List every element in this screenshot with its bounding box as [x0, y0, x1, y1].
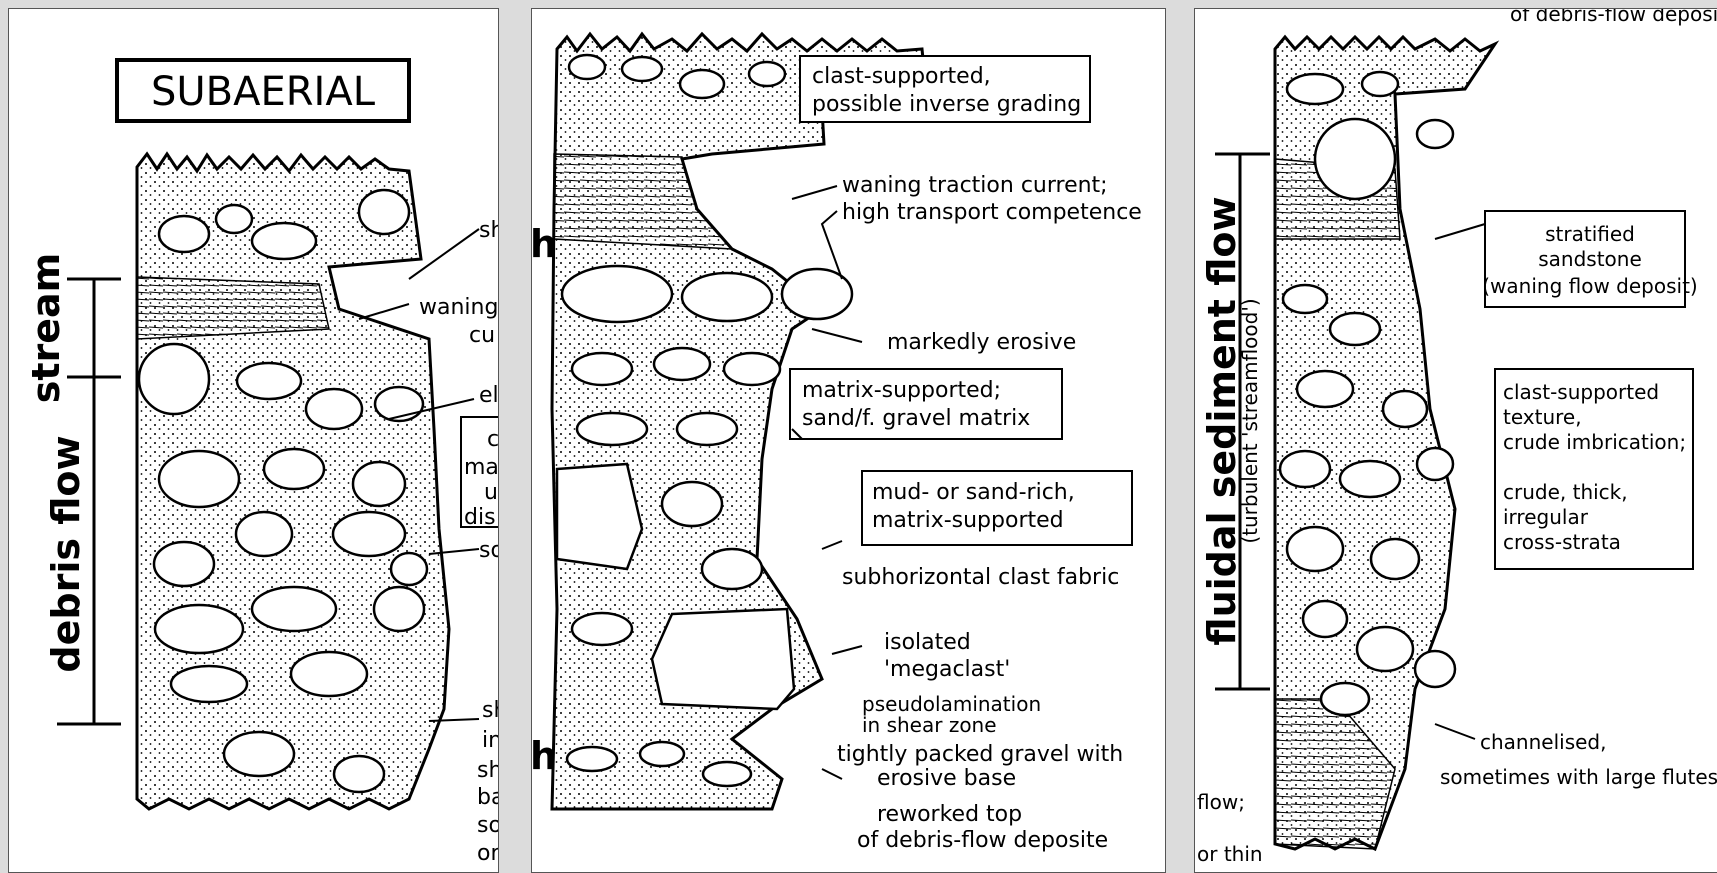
panel-subaerial: SUBAERIAL stream debris flow sh waning c… — [8, 8, 499, 873]
svg-text:high transport competence: high transport competence — [842, 200, 1142, 225]
svg-text:in shear zone: in shear zone — [862, 713, 997, 737]
svg-text:tightly packed gravel with: tightly packed gravel with — [837, 742, 1123, 767]
svg-text:possible inverse grading: possible inverse grading — [812, 92, 1081, 117]
axis-streamflood: (turbulent 'streamflood') — [1238, 298, 1262, 543]
svg-text:crude, thick,: crude, thick, — [1503, 480, 1628, 504]
svg-text:sh: sh — [482, 698, 498, 723]
svg-text:matrix-supported;: matrix-supported; — [802, 378, 1001, 403]
svg-text:clast-supported: clast-supported — [1503, 380, 1659, 404]
axis-debris-flow: debris flow — [44, 435, 88, 672]
svg-text:channelised,: channelised, — [1480, 730, 1606, 754]
svg-text:or: or — [477, 841, 498, 866]
svg-text:crude imbrication;: crude imbrication; — [1503, 430, 1686, 454]
svg-text:subhorizontal clast fabric: subhorizontal clast fabric — [842, 565, 1119, 590]
svg-text:texture,: texture, — [1503, 405, 1582, 429]
svg-text:erosive base: erosive base — [877, 766, 1016, 791]
debris-flow-diagram: h h clast-supported, possible inverse gr… — [532, 9, 1165, 872]
svg-text:or thin: or thin — [1197, 842, 1263, 866]
svg-text:matrix-supported: matrix-supported — [872, 508, 1064, 533]
svg-text:of debris-flow deposite: of debris-flow deposite — [857, 828, 1108, 853]
title-subaerial: SUBAERIAL — [151, 69, 376, 115]
fluidal-flow-diagram: of debris-flow deposite fluidal sediment… — [1195, 9, 1717, 872]
svg-text:stratified: stratified — [1545, 222, 1635, 246]
svg-text:clast-supported,: clast-supported, — [812, 64, 991, 89]
svg-text:u: u — [484, 480, 498, 505]
svg-text:waning: waning — [419, 295, 498, 320]
svg-text:waning traction current;: waning traction current; — [842, 173, 1108, 198]
svg-text:in: in — [482, 728, 498, 753]
svg-text:sh: sh — [477, 758, 498, 783]
svg-text:(waning flow deposit): (waning flow deposit) — [1482, 274, 1697, 298]
laminated-layer — [554, 154, 732, 249]
svg-text:ma: ma — [464, 455, 498, 480]
svg-text:cross-strata: cross-strata — [1503, 530, 1621, 554]
megaclast — [652, 609, 794, 709]
panel-fluidal-flow: of debris-flow deposite fluidal sediment… — [1194, 8, 1717, 873]
svg-text:'megaclast': 'megaclast' — [884, 657, 1010, 682]
axis-stream: stream — [24, 253, 68, 404]
svg-text:sometimes with large flutes: sometimes with large flutes — [1440, 765, 1717, 789]
svg-text:markedly erosive: markedly erosive — [887, 330, 1076, 355]
svg-text:dis: dis — [464, 505, 496, 530]
svg-text:flow;: flow; — [1197, 790, 1245, 814]
svg-text:reworked top: reworked top — [877, 802, 1022, 827]
svg-text:sh: sh — [479, 218, 498, 243]
svg-text:so: so — [477, 813, 498, 838]
svg-text:irregular: irregular — [1503, 505, 1589, 529]
laminated-layer — [137, 277, 329, 339]
svg-text:ba: ba — [477, 785, 498, 810]
svg-text:cu: cu — [469, 323, 495, 348]
svg-text:isolated: isolated — [884, 630, 971, 655]
panel-debris-flow: h h clast-supported, possible inverse gr… — [531, 8, 1166, 873]
top-cut-text: of debris-flow deposite — [1510, 9, 1717, 26]
svg-text:mud- or sand-rich,: mud- or sand-rich, — [872, 480, 1075, 505]
svg-text:c: c — [487, 427, 498, 452]
svg-text:so: so — [479, 538, 498, 563]
subaerial-diagram: SUBAERIAL stream debris flow sh waning c… — [9, 9, 498, 872]
svg-text:sandstone: sandstone — [1538, 247, 1642, 271]
svg-text:sand/f. gravel matrix: sand/f. gravel matrix — [802, 406, 1030, 431]
svg-text:el: el — [479, 383, 498, 408]
